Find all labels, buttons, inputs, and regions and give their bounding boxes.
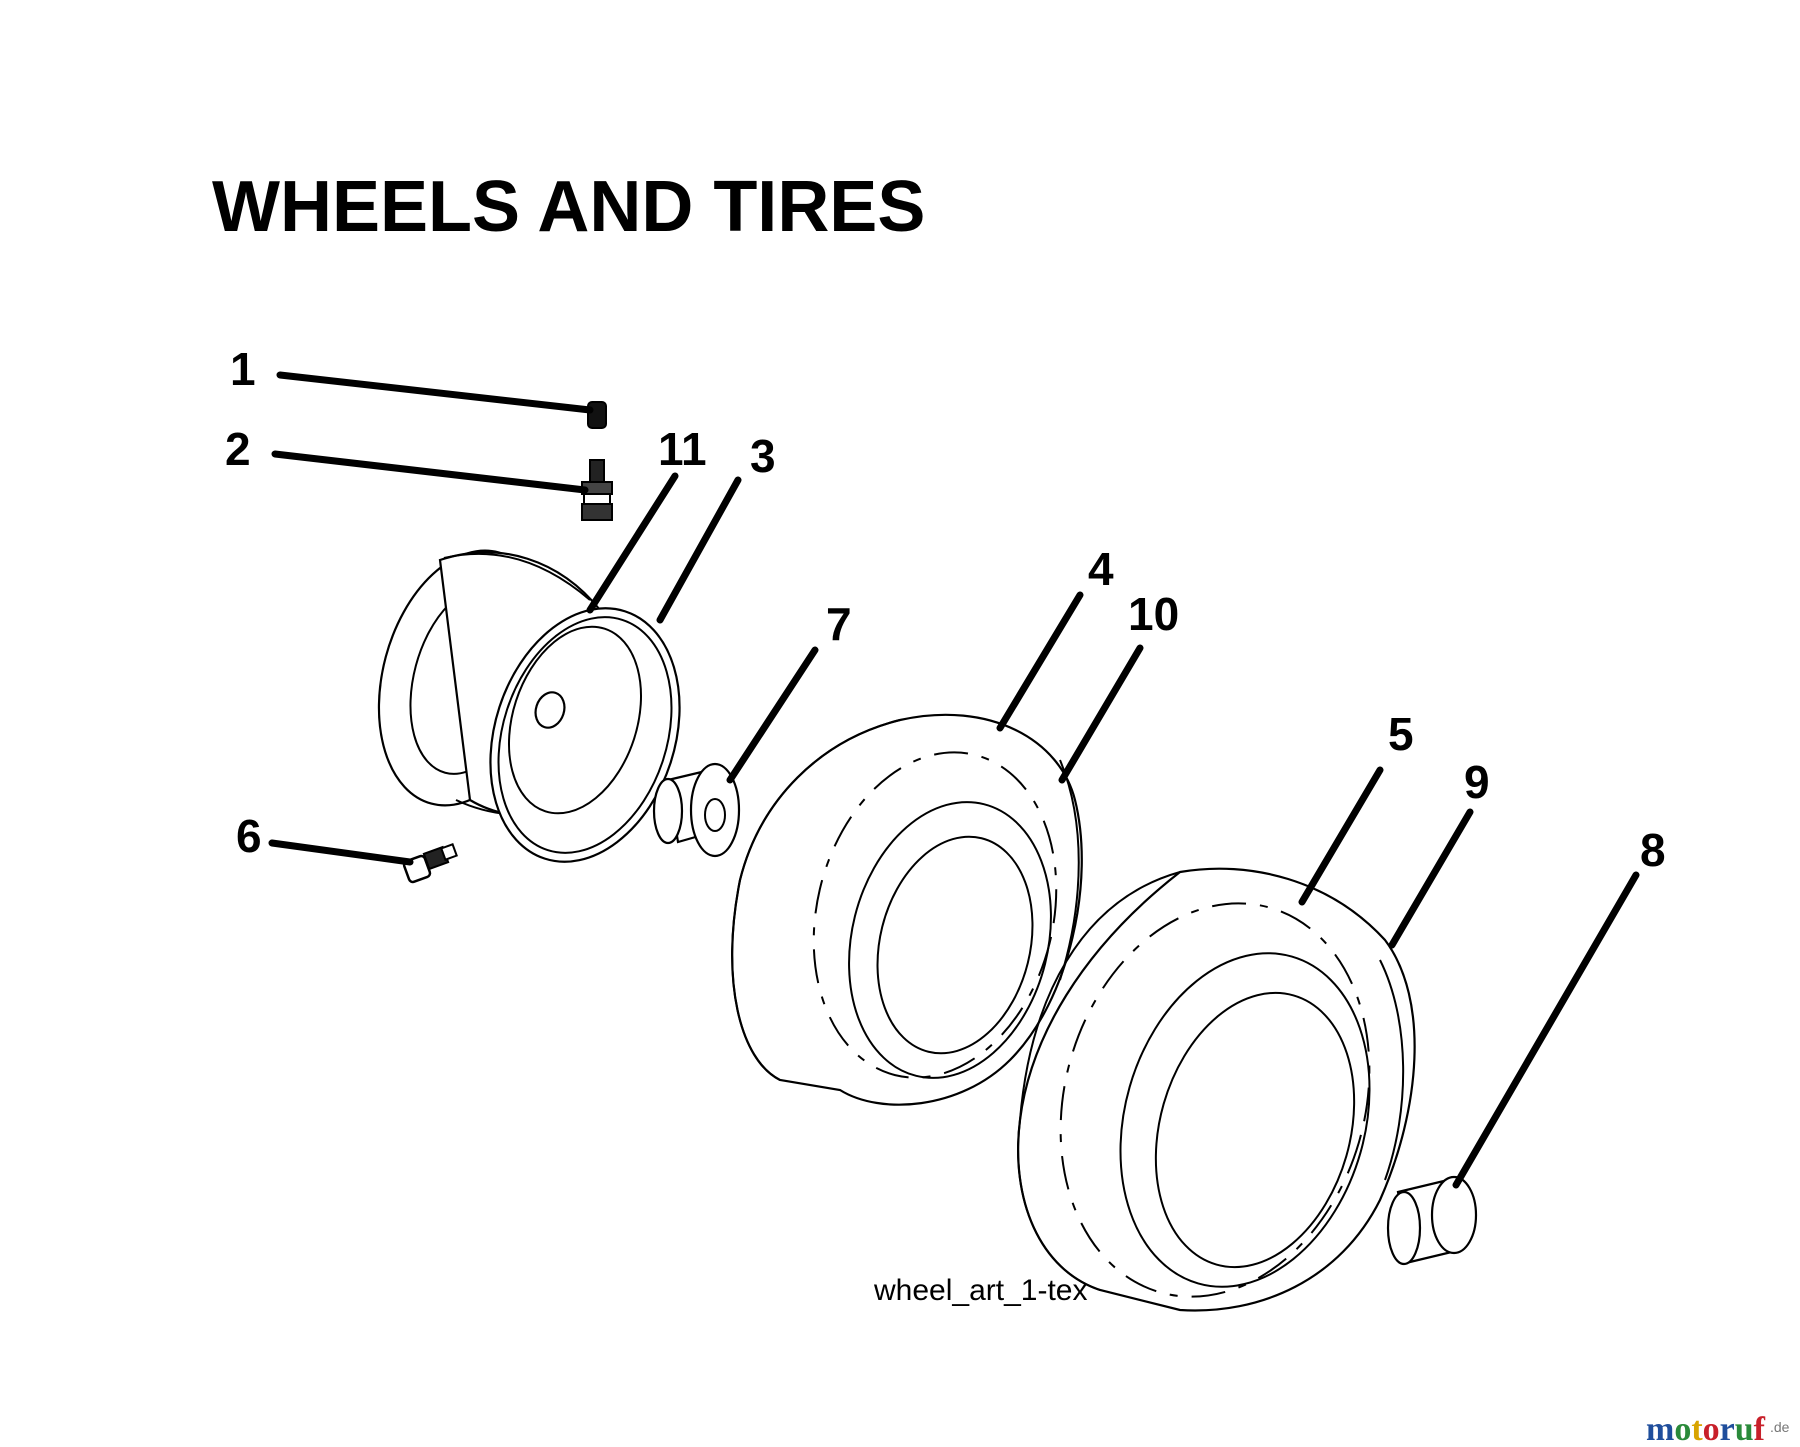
leader-line-4: [996, 591, 1084, 732]
watermark-brand: motoruf: [1646, 1411, 1766, 1447]
leader-line-8: [1452, 871, 1640, 1189]
callout-7: 7: [826, 598, 852, 650]
callout-3: 3: [750, 430, 776, 482]
callout-11: 11: [658, 423, 707, 475]
watermark-letter: r: [1720, 1411, 1735, 1447]
front-tire-part: [731, 713, 1083, 1106]
leader-line-1: [276, 371, 594, 414]
leader-line-6: [268, 839, 414, 866]
leader-line-9: [1388, 808, 1474, 949]
callout-10: 10: [1128, 588, 1179, 640]
watermark-letter: o: [1674, 1411, 1691, 1447]
callout-9: 9: [1464, 756, 1490, 808]
watermark-letter: m: [1646, 1411, 1674, 1447]
watermark-letter: f: [1754, 1411, 1766, 1447]
watermark-letter: o: [1703, 1411, 1720, 1447]
page-title: WHEELS AND TIRES: [212, 167, 925, 247]
art-reference-label: wheel_art_1-tex: [873, 1274, 1087, 1307]
watermark-letter: t: [1691, 1411, 1703, 1447]
wheel-rim-part: [377, 549, 681, 863]
watermark: motoruf .de: [1646, 1411, 1790, 1447]
valve-stem-part: [581, 459, 613, 521]
bushing-part: [652, 762, 741, 858]
callout-8: 8: [1640, 824, 1666, 876]
leader-line-2: [271, 450, 589, 494]
watermark-suffix: .de: [1770, 1419, 1790, 1435]
leader-line-11: [586, 472, 679, 614]
callout-4: 4: [1088, 543, 1114, 595]
callout-6: 6: [236, 810, 262, 862]
leader-line-5: [1298, 766, 1384, 906]
leader-line-10: [1058, 644, 1144, 784]
callout-2: 2: [225, 423, 251, 475]
watermark-letter: u: [1735, 1411, 1754, 1447]
callout-5: 5: [1388, 708, 1414, 760]
callout-1: 1: [230, 343, 256, 395]
leader-line-7: [726, 646, 819, 784]
leader-line-3: [656, 476, 742, 624]
valve-cap-part: [587, 401, 607, 429]
hub-cap-part: [1386, 1175, 1478, 1266]
rear-tire-part: [1017, 867, 1416, 1312]
